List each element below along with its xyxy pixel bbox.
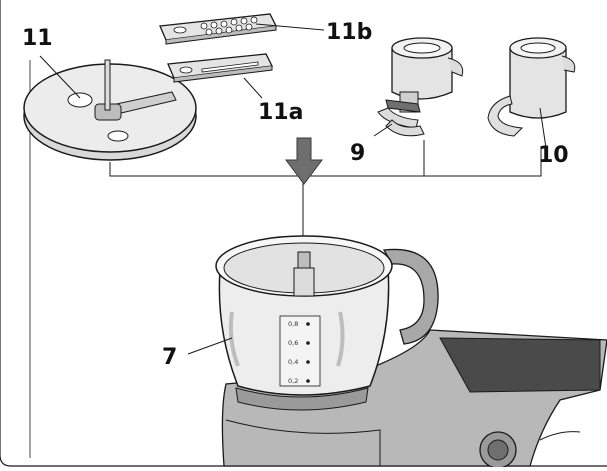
bowl-scale-mark: 0,4 bbox=[288, 358, 299, 366]
grating-blade-insert bbox=[159, 13, 277, 45]
assembly-arrow bbox=[285, 137, 323, 185]
bowl-scale-mark: 0,8 bbox=[288, 320, 299, 328]
label-disc: 11 bbox=[22, 26, 53, 51]
machine-base bbox=[221, 329, 607, 469]
kneading-hook bbox=[487, 37, 576, 137]
label-bowl: 7 bbox=[162, 345, 178, 370]
bowl-scale-mark: 0,6 bbox=[288, 339, 299, 347]
label-chopper-blade: 9 bbox=[350, 141, 366, 166]
slicing-blade-insert bbox=[167, 53, 273, 83]
slicing-disc bbox=[23, 59, 197, 161]
bowl bbox=[215, 235, 439, 411]
label-blade-b: 11b bbox=[326, 20, 373, 45]
label-blade-a: 11a bbox=[258, 100, 304, 125]
chopper-blade bbox=[377, 37, 464, 137]
callout-leaders bbox=[39, 23, 547, 355]
bowl-scale-mark: 0,2 bbox=[288, 377, 299, 385]
label-kneading-hook: 10 bbox=[538, 143, 569, 168]
